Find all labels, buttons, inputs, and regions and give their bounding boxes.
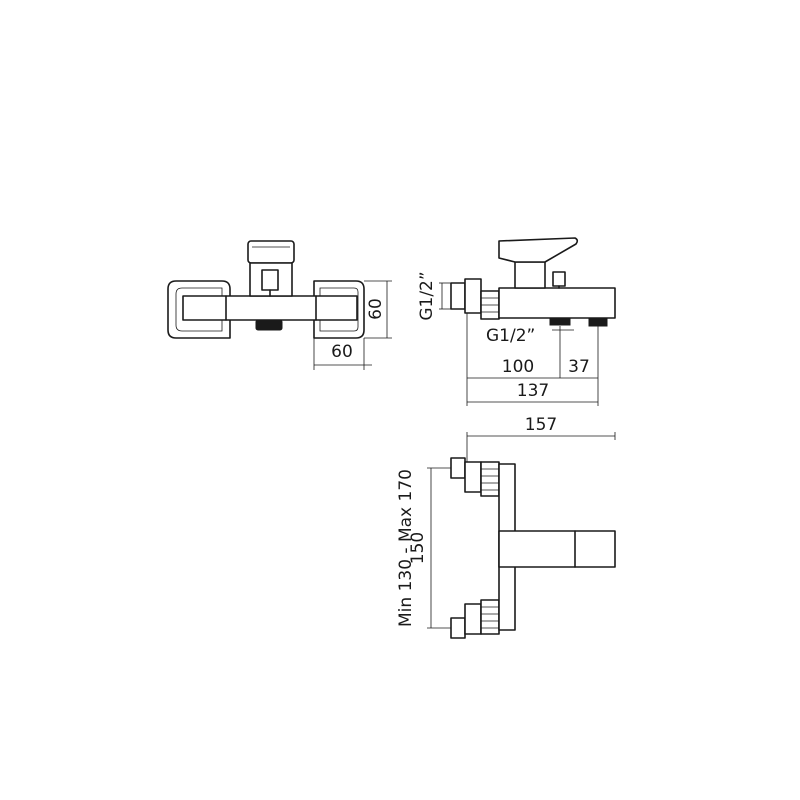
dim-front-width: 60 — [313, 338, 372, 370]
side-outlet-spout — [588, 317, 608, 327]
top-lower-connector — [464, 603, 482, 635]
dim-label-137: 137 — [517, 381, 549, 401]
dim-label-37: 37 — [568, 357, 590, 377]
side-diverter — [552, 271, 566, 287]
dim-label-157: 157 — [525, 415, 557, 435]
side-outlet-shower — [549, 317, 571, 326]
dim-label-60-height: 60 — [366, 298, 386, 320]
side-cartridge — [514, 261, 546, 289]
dim-label-100: 100 — [502, 357, 534, 377]
top-view: 157 150 Min 130 - Max 170 — [396, 415, 616, 639]
side-lever — [498, 237, 579, 263]
left-escutcheon — [167, 280, 231, 339]
wall-flange — [450, 282, 466, 310]
mixer-body — [182, 295, 358, 321]
dim-front-height: 60 — [364, 280, 392, 339]
front-view: 60 60 — [167, 240, 392, 370]
spout-outlet — [255, 319, 283, 331]
dim-label-150: 150 — [408, 532, 428, 564]
dim-label-inlet-thread: G1/2” — [417, 271, 437, 320]
eccentric-connector — [464, 278, 482, 314]
lever-handle — [247, 240, 295, 264]
top-upper-nut — [480, 461, 500, 497]
right-escutcheon — [313, 280, 365, 339]
top-upper-connector — [464, 461, 482, 493]
top-lower-flange — [450, 617, 466, 639]
dim-label-60-width: 60 — [331, 342, 353, 362]
side-body — [498, 287, 616, 319]
dim-label-outlet-thread: G1/2” — [486, 326, 535, 346]
top-upper-flange — [450, 457, 466, 479]
dim-label-min-max: Min 130 - Max 170 — [396, 469, 416, 627]
side-view: G1/2” G1/2” 100 37 137 — [417, 237, 616, 406]
diverter-knob — [261, 269, 279, 291]
top-spout — [498, 530, 616, 568]
top-lower-nut — [480, 599, 500, 635]
